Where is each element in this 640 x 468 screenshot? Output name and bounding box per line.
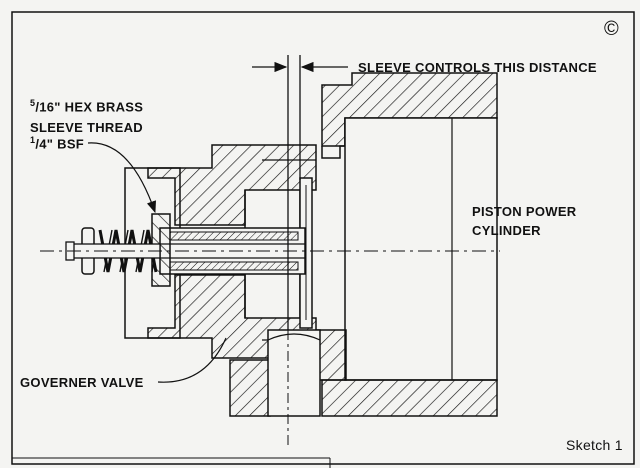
copyright-symbol: © <box>604 18 620 40</box>
sleeve-controls-label: SLEEVE CONTROLS THIS DISTANCE <box>358 60 597 75</box>
sketch-label: Sketch 1 <box>566 437 623 453</box>
hex-brass-fraction-num: 5 <box>30 98 36 108</box>
governor-valve-stem <box>267 329 321 417</box>
cylinder-label: CYLINDER <box>472 223 541 238</box>
casing-bottom-left <box>229 359 271 417</box>
bsf-label: 1/4" BSF <box>30 135 84 151</box>
valve-housing-upper <box>147 144 317 226</box>
casing-bottom <box>321 379 498 417</box>
hex-brass-rest: /16" HEX BRASS <box>35 99 144 115</box>
governer-valve-leader <box>157 337 227 383</box>
hex-brass-leader <box>87 142 156 214</box>
valve-stem-top-curve <box>267 333 321 341</box>
sleeve-thread-bottom <box>169 261 299 271</box>
governer-valve-label: GOVERNER VALVE <box>20 375 144 390</box>
bsf-rest: /4" BSF <box>35 136 85 152</box>
drawing-frame <box>11 11 635 465</box>
sleeve-thread-top <box>169 231 299 241</box>
piston-power-label: PISTON POWER <box>472 204 577 219</box>
hex-brass-label: 5/16" HEX BRASS <box>30 98 143 114</box>
bsf-fraction-num: 1 <box>30 135 36 145</box>
piston-cylinder-bore <box>344 117 498 381</box>
sleeve-thread-label: SLEEVE THREAD <box>30 120 143 135</box>
